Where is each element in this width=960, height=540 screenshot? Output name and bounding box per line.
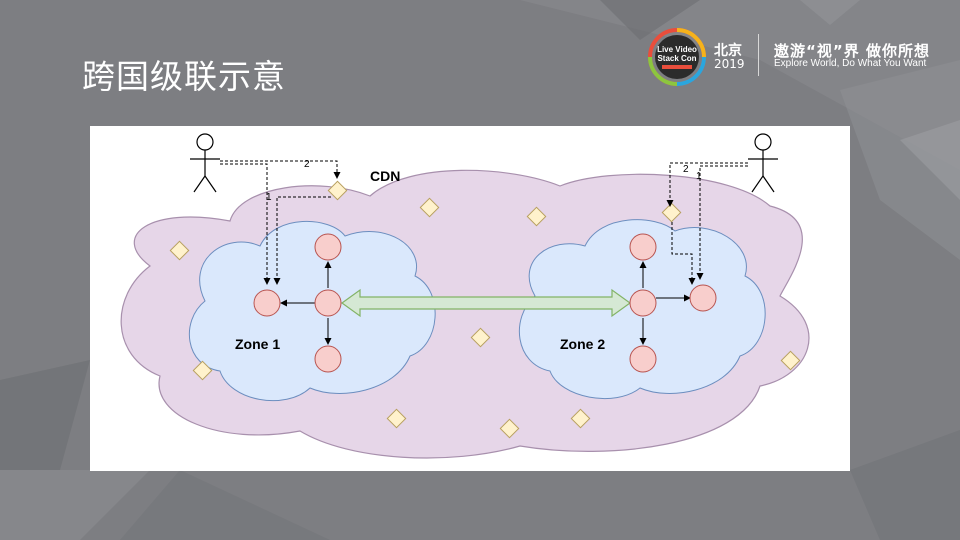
- cdn-label: CDN: [370, 168, 400, 184]
- zone1-node-bottom: [314, 345, 342, 373]
- edge-node: [499, 418, 520, 439]
- header-divider: [758, 34, 759, 76]
- edge-node: [661, 202, 682, 223]
- zone2-node-center: [629, 289, 657, 317]
- zone1-node-center: [314, 289, 342, 317]
- edge-node: [192, 360, 213, 381]
- zone1-node-top: [314, 233, 342, 261]
- edge-node: [526, 206, 547, 227]
- user-left: [190, 133, 220, 193]
- svg-text:Stack Con: Stack Con: [657, 54, 696, 63]
- zone1-label: Zone 1: [235, 336, 280, 352]
- slogan-chinese: 遨游“视”界 做你所想: [774, 42, 930, 60]
- edge-node: [327, 180, 348, 201]
- edge-node: [386, 408, 407, 429]
- event-year: 2019: [714, 57, 745, 71]
- slide-title: 跨国级联示意: [82, 57, 286, 96]
- edge-node: [169, 240, 190, 261]
- request-paths: [220, 160, 748, 285]
- cdn-diagram: 1 2 2 1 CDN Zone 1 Zone 2: [120, 133, 810, 459]
- zone1-node-left: [253, 289, 281, 317]
- zone1-cloud: [189, 220, 436, 402]
- zone2-label: Zone 2: [560, 336, 605, 352]
- cdn-edge-nodes: [169, 180, 801, 439]
- zone2-node-bottom: [629, 345, 657, 373]
- conference-logo: Live Video Stack Con: [648, 28, 706, 86]
- edge-node: [419, 197, 440, 218]
- edge-node: [570, 408, 591, 429]
- server-nodes: [253, 233, 717, 373]
- slogan-english: Explore World, Do What You Want: [774, 58, 927, 69]
- zone1-links: [280, 261, 332, 345]
- step-label: 1: [266, 192, 272, 203]
- edge-node: [470, 327, 491, 348]
- edge-node: [780, 350, 801, 371]
- cdn-diagram-panel: 1 2 2 1 CDN Zone 1 Zone 2: [90, 126, 850, 471]
- svg-text:Live Video: Live Video: [657, 45, 697, 54]
- step-label: 2: [304, 159, 310, 170]
- step-label: 1: [696, 171, 702, 182]
- event-city: 北京: [714, 43, 742, 59]
- zone2-node-right: [689, 284, 717, 312]
- step-label: 2: [683, 164, 689, 175]
- user-right: [748, 133, 778, 193]
- zone2-node-top: [629, 233, 657, 261]
- zone2-links: [639, 261, 691, 345]
